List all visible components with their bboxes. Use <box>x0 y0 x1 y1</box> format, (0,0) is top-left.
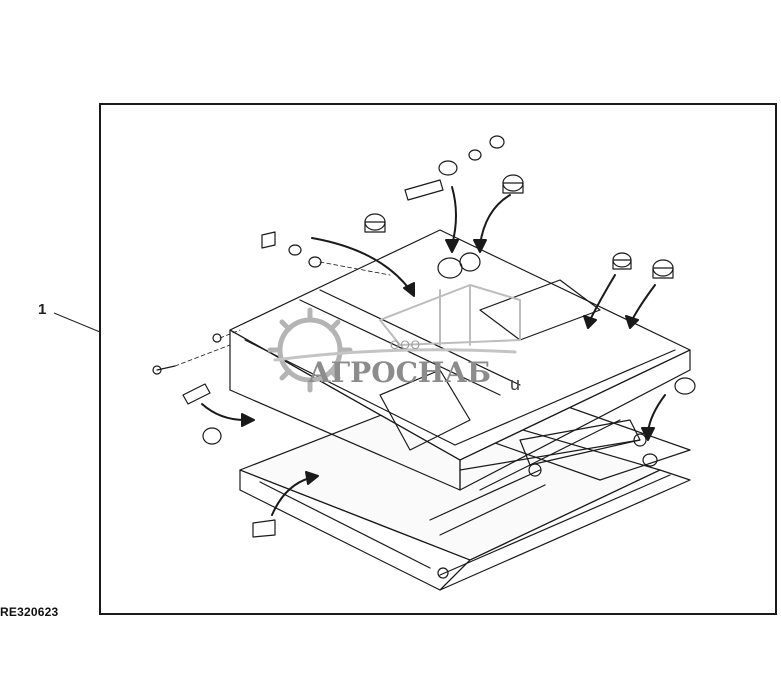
watermark-company-type: ООО <box>390 338 422 352</box>
scissor-mechanism <box>429 419 647 536</box>
watermark-tractor-icon <box>273 284 521 362</box>
watermark-company-name: АГРОСНАБ <box>308 356 492 389</box>
assembly-arrows <box>201 186 666 516</box>
watermark-gear-icon <box>267 307 353 393</box>
diagram-frame <box>99 103 777 615</box>
watermark-fragment: u <box>510 374 521 394</box>
pins <box>152 135 505 579</box>
figure-id: RE320623 <box>0 605 59 619</box>
bushings <box>202 174 696 467</box>
callout-number: 1 <box>38 301 47 318</box>
guide-lines <box>174 261 391 367</box>
